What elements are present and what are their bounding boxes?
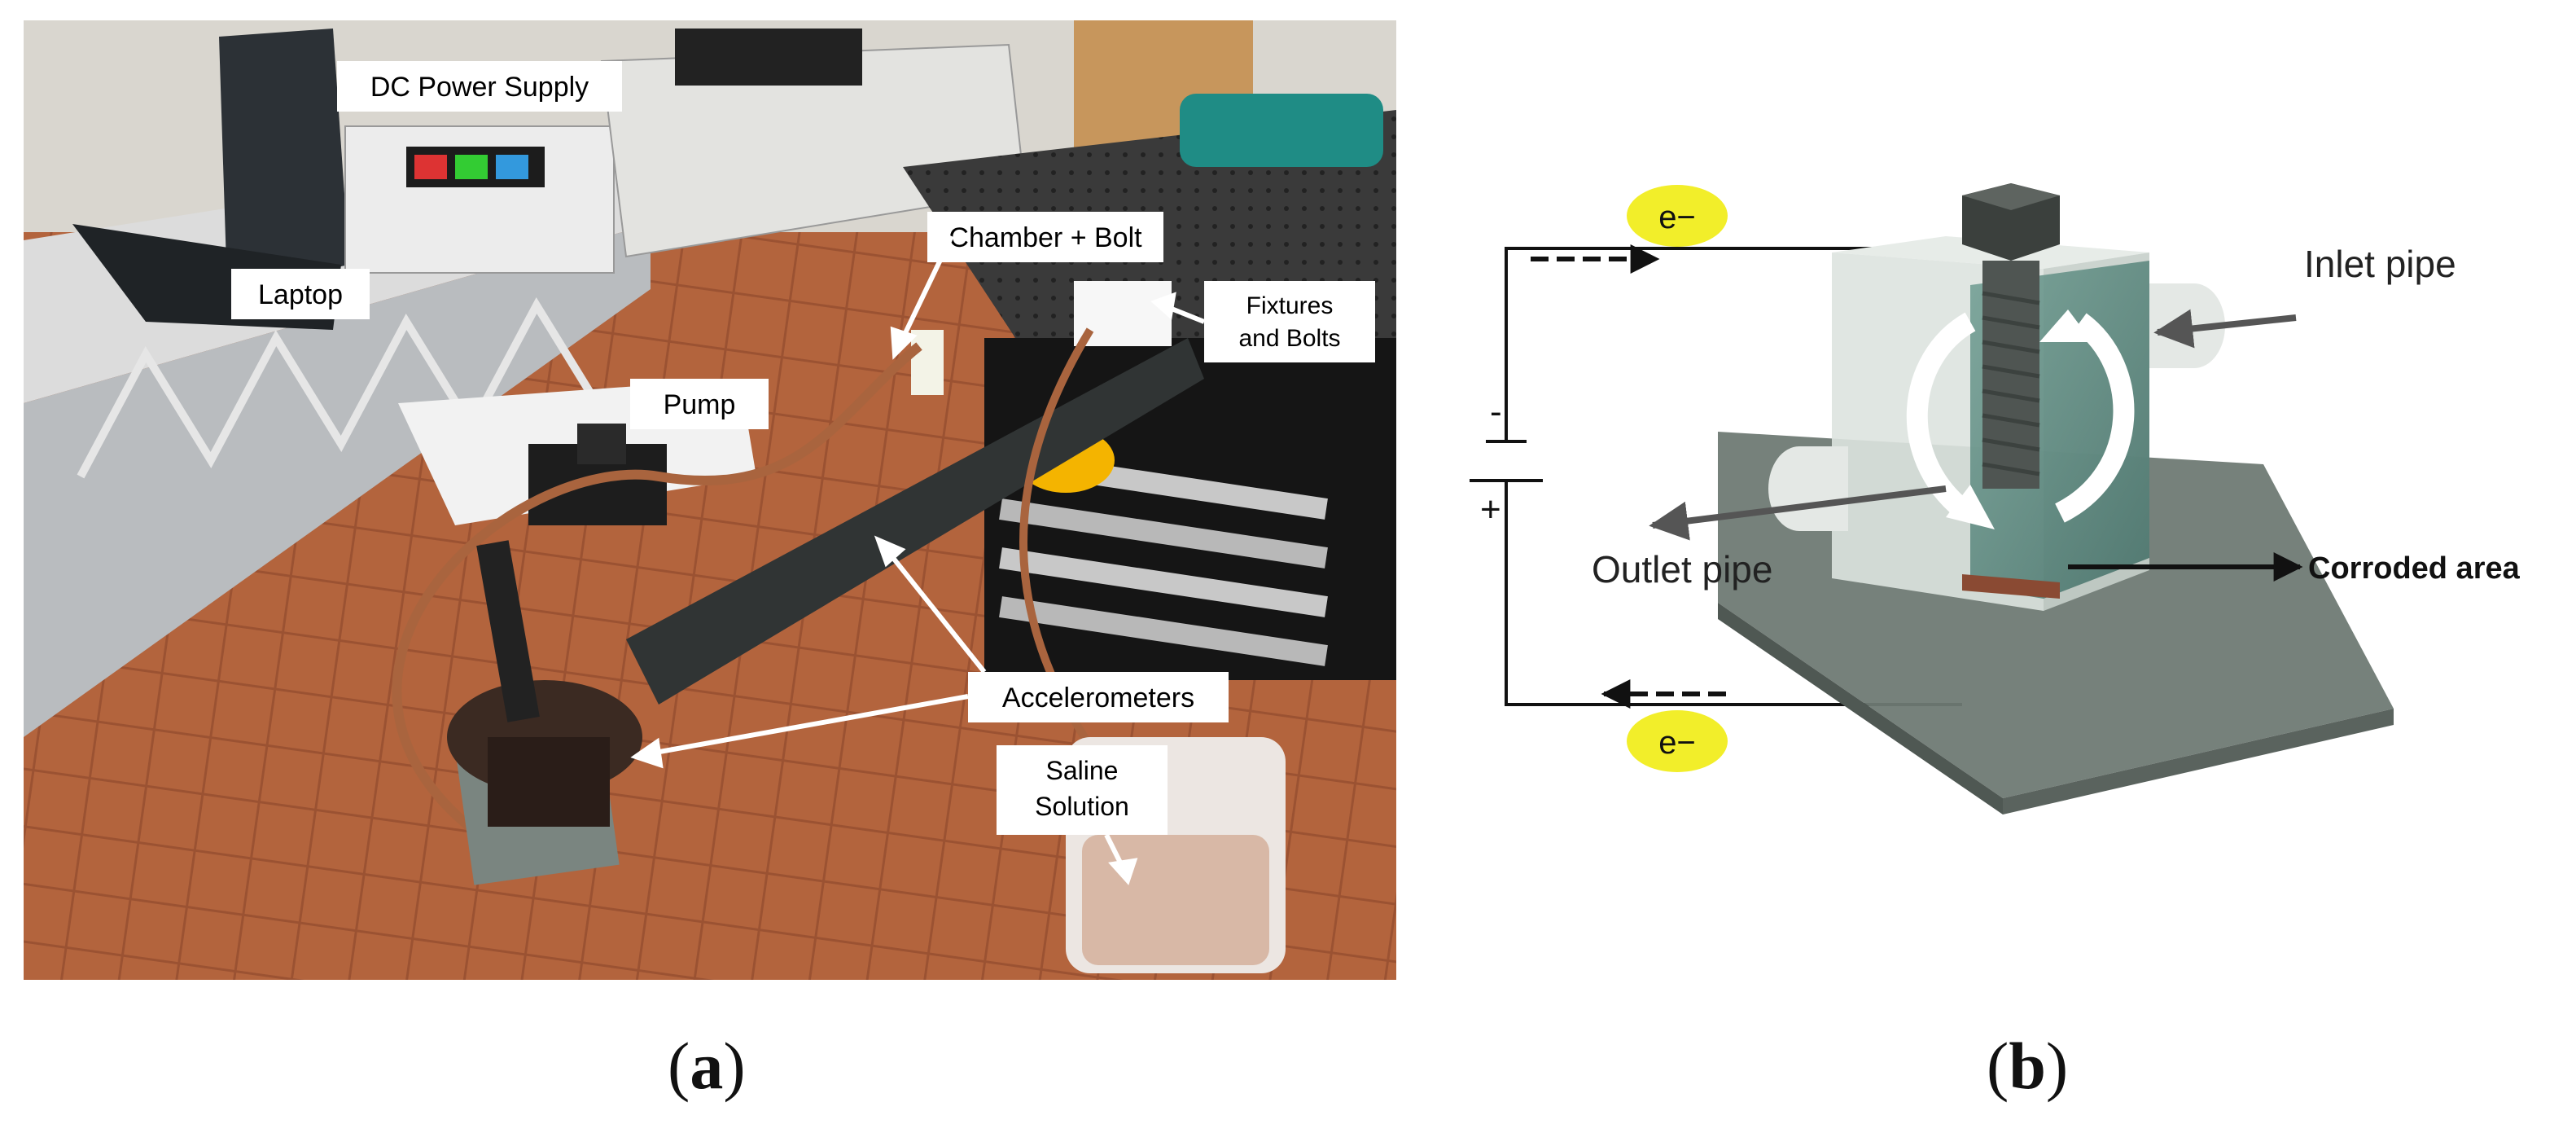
desk-truss xyxy=(77,296,606,479)
svg-text:Fixtures: Fixtures xyxy=(1246,292,1334,319)
shaker-rod xyxy=(476,540,540,722)
electron-badge-bottom xyxy=(1627,710,1728,772)
inlet-pipe-label: Inlet pipe xyxy=(2304,243,2456,285)
bolt-head-top xyxy=(1962,183,2060,210)
saline-liquid xyxy=(1082,835,1269,965)
svg-text:Solution: Solution xyxy=(1035,792,1129,821)
arrow-saline-head xyxy=(1108,858,1138,885)
clamp-block xyxy=(488,737,610,827)
inlet-pointer xyxy=(2153,309,2297,349)
arrow-fixtures-head xyxy=(1150,292,1176,320)
outlet-pipe-body xyxy=(1799,446,1848,531)
arrow-accel-1-head xyxy=(874,535,906,568)
arrow-accel-2 xyxy=(650,694,969,756)
corrosion-cell-schematic: - + e− e− Inlet pipe Outlet pi xyxy=(1470,183,2521,814)
psu-digits-green xyxy=(455,155,488,179)
psu-digits-red xyxy=(414,155,447,179)
svg-text:Saline: Saline xyxy=(1046,756,1119,785)
outlet-pipe-label: Outlet pipe xyxy=(1592,548,1772,591)
left-desk-front xyxy=(24,224,651,737)
laptop-screen xyxy=(219,29,349,289)
caption-a: (a) xyxy=(668,1029,746,1103)
base-plate-edge-front xyxy=(2003,709,2394,814)
daq-top-box xyxy=(675,29,862,86)
outlet-pointer xyxy=(1649,485,1947,541)
label-accelerometers: Accelerometers xyxy=(968,672,1229,722)
label-fixtures-and-bolts: Fixtures and Bolts xyxy=(1204,281,1375,362)
teal-case xyxy=(1180,94,1383,167)
arrow-accel-1 xyxy=(884,548,987,674)
svg-text:and Bolts: and Bolts xyxy=(1238,325,1340,352)
label-chamber-bolt: Chamber + Bolt xyxy=(927,212,1163,262)
cantilever-beam xyxy=(626,338,1204,705)
flow-arrow-right xyxy=(2054,313,2135,523)
arrow-chamber-head xyxy=(890,326,918,360)
battery-minus-label: - xyxy=(1490,392,1502,432)
circuit-wire xyxy=(1505,247,1962,706)
annotation-arrows xyxy=(630,235,1206,885)
svg-text:Chamber + Bolt: Chamber + Bolt xyxy=(948,222,1142,253)
svg-text:Accelerometers: Accelerometers xyxy=(1002,683,1194,713)
corrosion-cell-diagram: - + e− e− Inlet pipe Outlet pi xyxy=(1441,147,2576,831)
arrow-chamber xyxy=(900,235,954,340)
setup-photo: DC Power Supply Laptop Pump Chamber + Bo… xyxy=(24,20,1408,980)
svg-text:DC Power Supply: DC Power Supply xyxy=(370,72,589,103)
accelerometer-sensor xyxy=(911,330,944,395)
label-dc-power-supply: DC Power Supply xyxy=(337,61,622,112)
bolt-threads xyxy=(1982,291,2040,476)
caption-b: (b) xyxy=(1987,1029,2069,1103)
svg-text:Pump: Pump xyxy=(664,389,736,420)
electron-badge-top xyxy=(1627,185,1728,247)
hose-1 xyxy=(392,342,922,839)
electron-label-bottom: e− xyxy=(1658,725,1696,761)
label-pump: Pump xyxy=(630,379,769,429)
setup-photo-illustration: DC Power Supply Laptop Pump Chamber + Bo… xyxy=(24,20,1408,980)
electron-label-top: e− xyxy=(1658,200,1696,235)
svg-text:Laptop: Laptop xyxy=(258,279,343,310)
pump-motor xyxy=(577,424,626,464)
inlet-pipe-body xyxy=(2149,283,2194,368)
label-laptop: Laptop xyxy=(231,269,370,319)
battery-plus-label: + xyxy=(1480,490,1501,529)
flow-arrow-left-head xyxy=(1946,485,1995,529)
base-plate-edge xyxy=(1718,603,2003,814)
corroded-area xyxy=(1962,574,2060,599)
arrow-accel-2-head xyxy=(630,737,664,769)
psu-digits-blue xyxy=(496,155,528,179)
label-saline-solution: Saline Solution xyxy=(997,745,1168,835)
flow-arrow-right-head xyxy=(2039,310,2092,342)
corroded-area-label: Corroded area xyxy=(2308,551,2521,586)
